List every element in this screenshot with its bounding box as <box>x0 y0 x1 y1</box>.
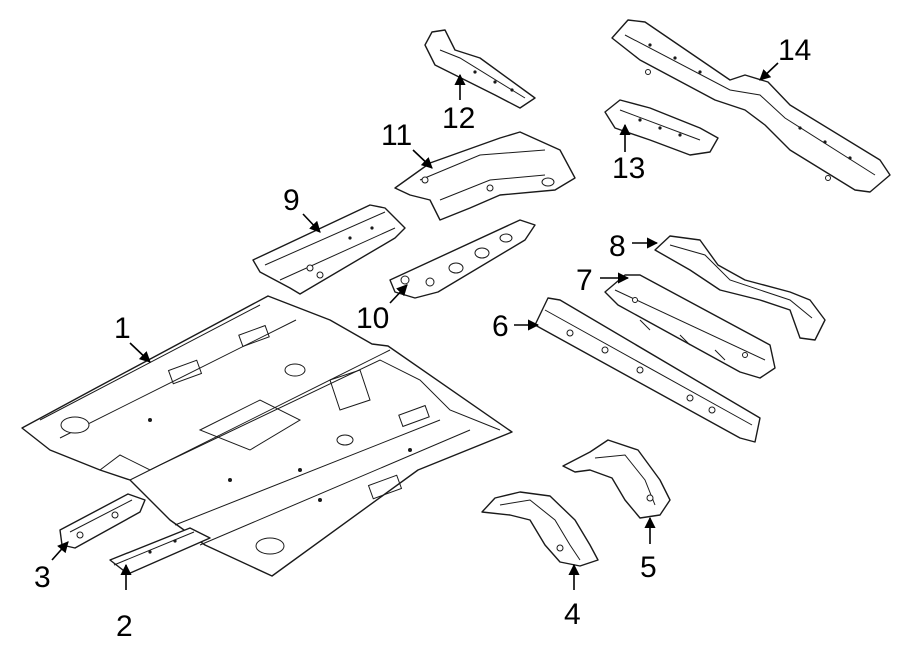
callout-8: 8 <box>609 230 626 263</box>
callout-9: 9 <box>283 184 300 217</box>
leader-3 <box>51 541 69 561</box>
callout-4: 4 <box>564 598 581 631</box>
bracket-part-3 <box>59 493 146 549</box>
tunnel-part-11 <box>394 131 576 221</box>
bracket-part-13 <box>604 99 719 156</box>
callout-10: 10 <box>356 302 389 335</box>
leader-11 <box>412 149 433 169</box>
sill-reinforcement-part <box>109 527 211 575</box>
leader-9 <box>302 213 321 233</box>
callout-2: 2 <box>116 610 133 643</box>
floor-pan-part <box>21 295 513 577</box>
callout-1: 1 <box>114 312 131 345</box>
callout-labels: 1 2 3 4 5 6 7 8 9 10 11 12 13 14 <box>34 34 811 643</box>
callout-5: 5 <box>640 551 657 584</box>
callout-14: 14 <box>778 34 811 67</box>
callout-13: 13 <box>612 152 645 185</box>
bracket-part-5 <box>562 439 671 519</box>
leader-arrows <box>51 62 779 590</box>
rail-part-14 <box>611 19 891 193</box>
bracket-part-4 <box>481 491 599 567</box>
leader-14 <box>759 62 779 81</box>
callout-6: 6 <box>492 310 509 343</box>
callout-3: 3 <box>34 561 51 594</box>
rail-part-12 <box>424 29 536 109</box>
plate-part-10 <box>389 219 536 299</box>
member-part-9 <box>252 204 406 295</box>
callout-11: 11 <box>381 119 412 152</box>
crossmember-part-7 <box>604 274 776 379</box>
leader-1 <box>129 342 151 363</box>
callout-12: 12 <box>442 102 475 135</box>
rail-part-8 <box>654 235 826 341</box>
crossmember-part-6 <box>534 297 761 443</box>
callout-7: 7 <box>576 264 593 297</box>
leader-10 <box>389 284 408 304</box>
